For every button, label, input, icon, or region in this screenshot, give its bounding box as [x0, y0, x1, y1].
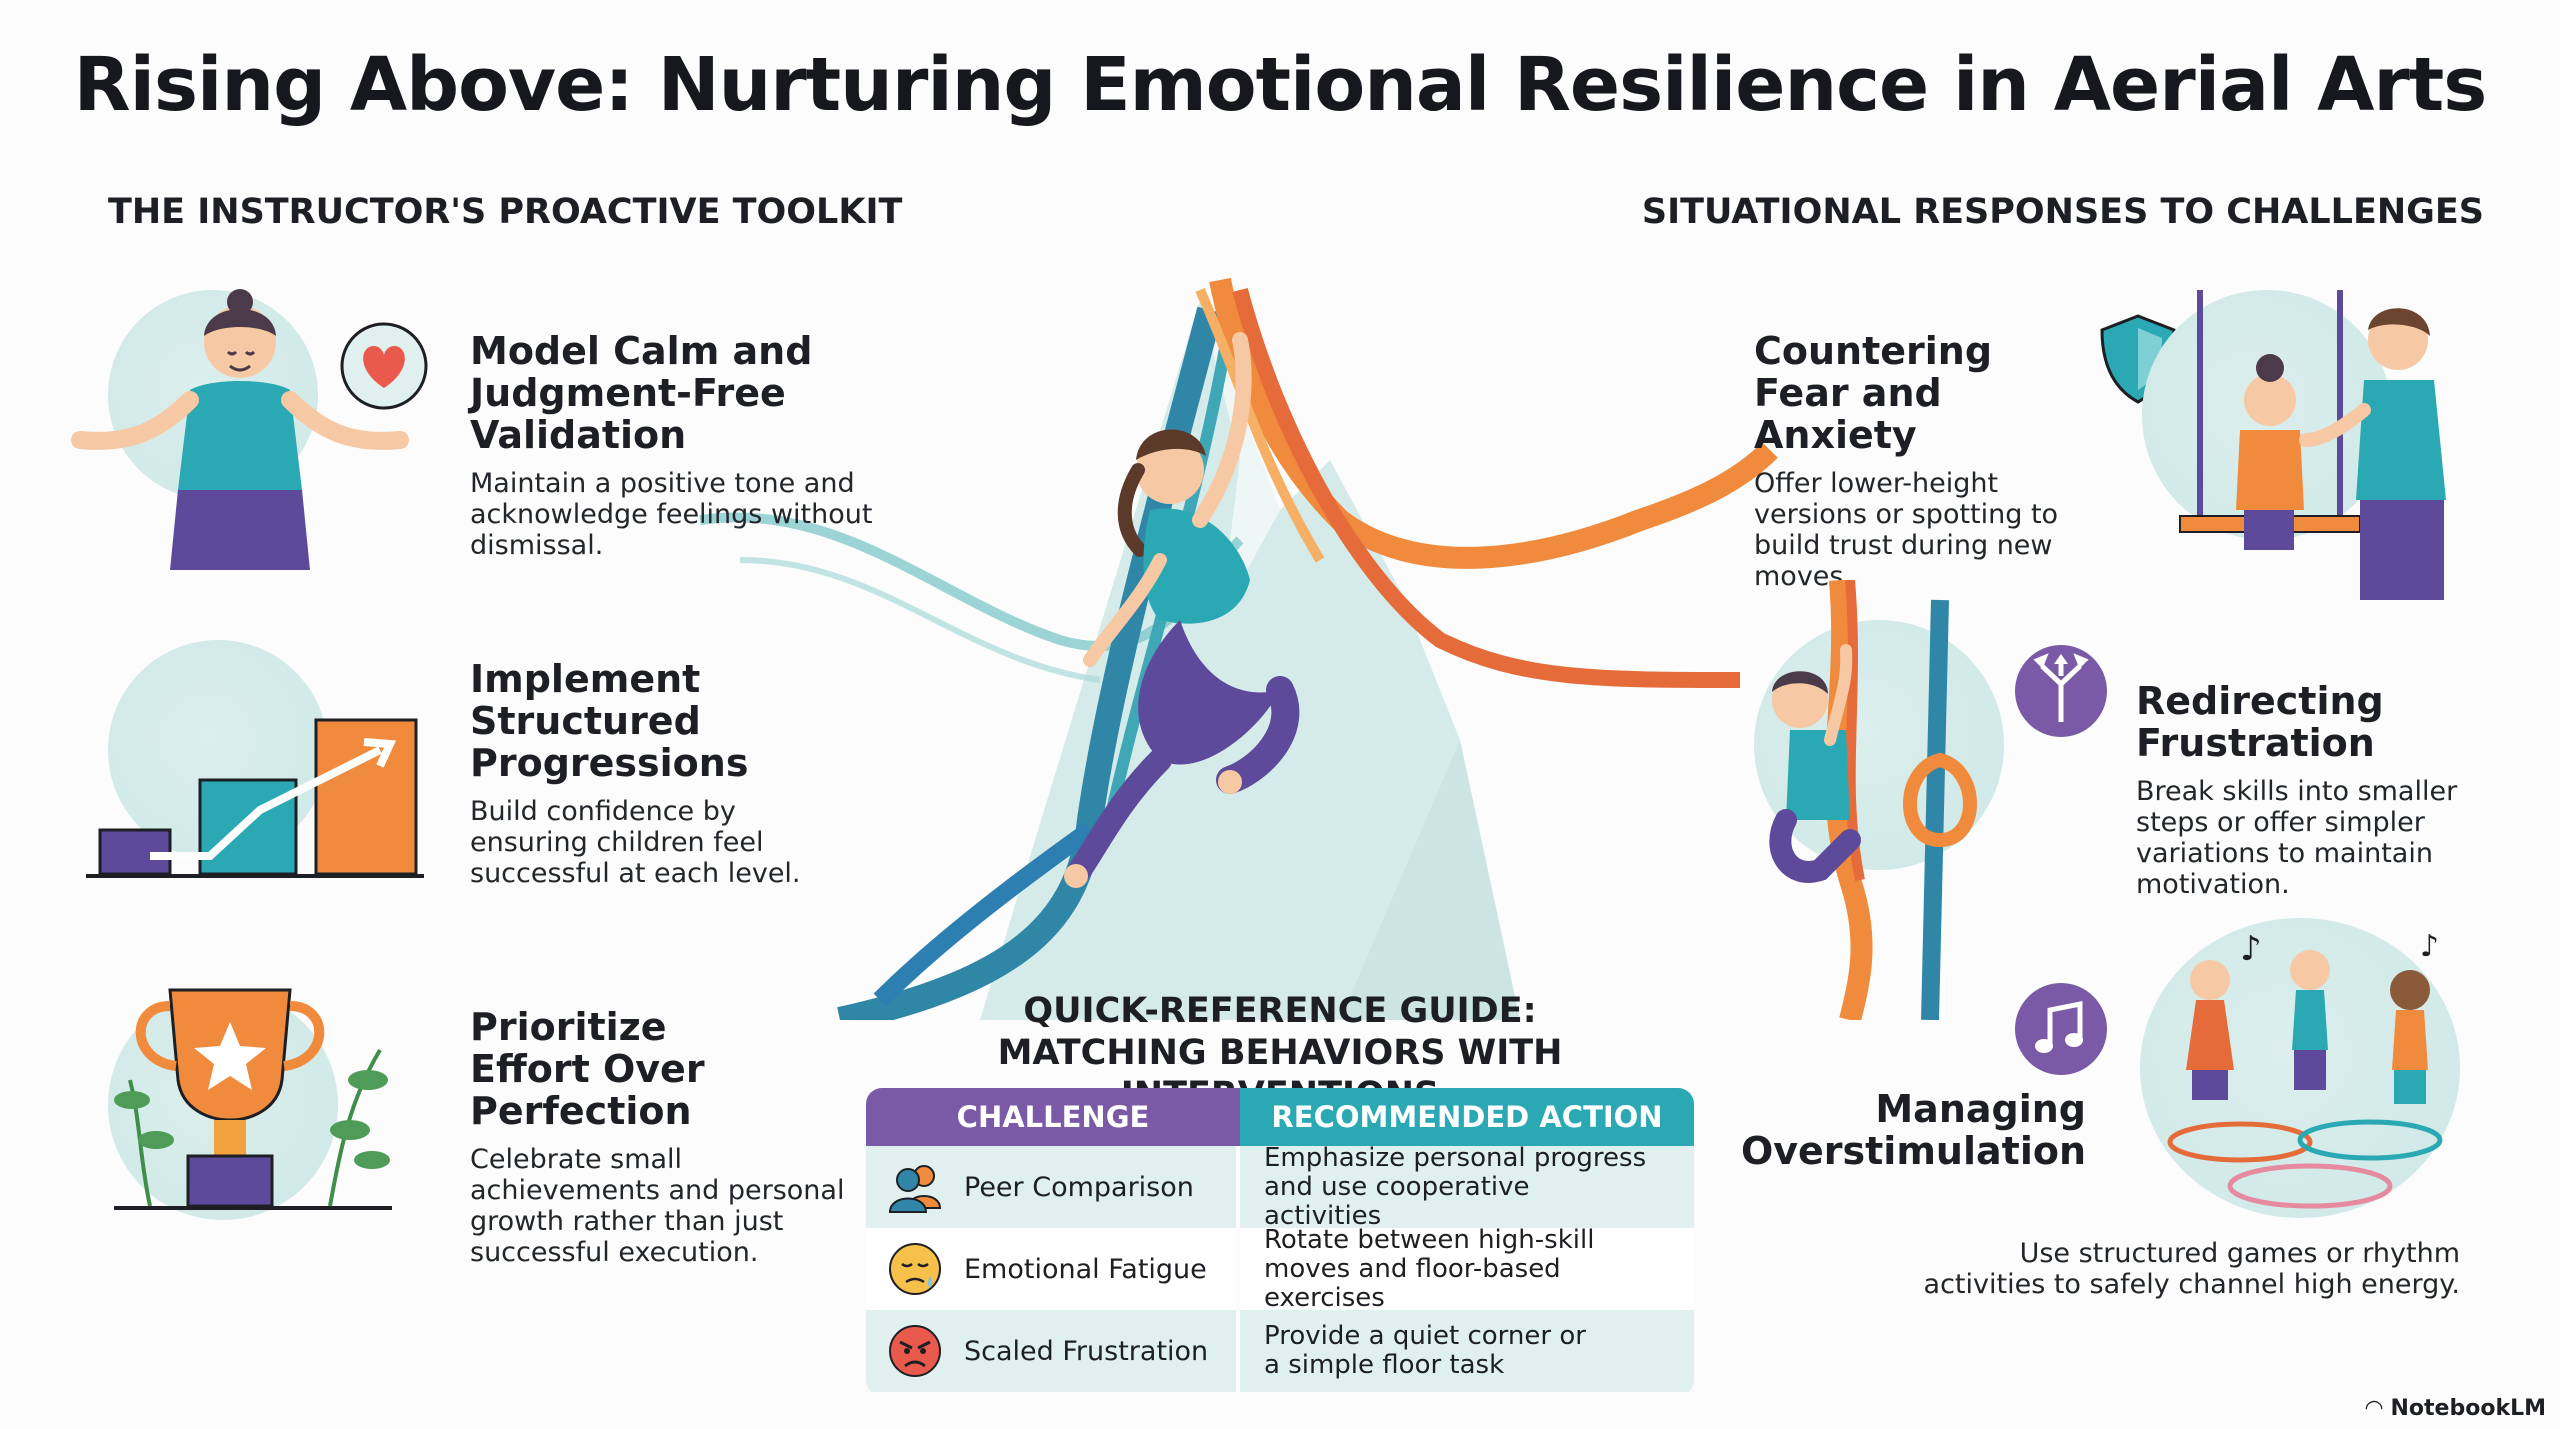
toolkit-item-text: Celebrate small achievements and persona…	[470, 1144, 845, 1268]
aerialist-pants	[1138, 620, 1280, 765]
action-label: Rotate between high-skill moves and floo…	[1264, 1224, 1595, 1313]
toolkit-item-effort: Prioritize Effort Over Perfection Celebr…	[470, 1006, 970, 1268]
challenge-label: Peer Comparison	[964, 1171, 1194, 1203]
guide-title-line1: QUICK-REFERENCE GUIDE:	[1023, 991, 1537, 1031]
right-section-heading: SITUATIONAL RESPONSES TO CHALLENGES	[1641, 192, 2484, 232]
spotting-illustration	[2179, 290, 2446, 600]
brand-watermark: ◠ NotebookLM	[2366, 1396, 2546, 1421]
rhythm-games-illustration: ♪ ♪	[2167, 929, 2443, 1209]
rope-climber-illustration	[1769, 580, 1977, 1020]
response-item-fear: Countering Fear and Anxiety Offer lower-…	[1754, 330, 2154, 592]
response-item-overstimulation-title: Managing Overstimulation	[1740, 1088, 2086, 1172]
angry-face-icon	[889, 1325, 941, 1377]
table-row: Peer Comparison Emphasize personal progr…	[866, 1142, 1694, 1231]
challenge-label: Scaled Frustration	[964, 1335, 1209, 1367]
toolkit-item-progressions: Implement Structured Progressions Build …	[470, 658, 970, 889]
action-cell: Rotate between high-skill moves and floo…	[1240, 1224, 1694, 1313]
toolkit-item-text: Build confidence by ensuring children fe…	[470, 796, 801, 889]
response-item-text: Offer lower-height versions or spotting …	[1754, 468, 2059, 592]
aerial-silk-orange	[1209, 277, 1778, 569]
aerialist-illustration	[699, 277, 1778, 1020]
response-item-title: Redirecting Frustration	[2136, 679, 2384, 765]
page-title: Rising Above: Nurturing Emotional Resili…	[73, 42, 2488, 128]
action-label: Provide a quiet corner or a simple floor…	[1264, 1321, 1586, 1380]
split-arrows-icon	[2015, 645, 2107, 737]
column-header-challenge: CHALLENGE	[866, 1088, 1240, 1146]
guide-table: CHALLENGE RECOMMENDED ACTION Peer Compar…	[866, 1088, 1694, 1396]
challenge-cell: Peer Comparison	[866, 1146, 1240, 1228]
response-item-text: Break skills into smaller steps or offer…	[2136, 776, 2458, 900]
toolkit-item-title: Prioritize Effort Over Perfection	[470, 1005, 705, 1133]
response-item-text: Use structured games or rhythm activitie…	[1923, 1238, 2460, 1300]
left-section-heading: THE INSTRUCTOR'S PROACTIVE TOOLKIT	[108, 192, 903, 232]
challenge-label: Emotional Fatigue	[964, 1253, 1207, 1285]
aerialist-shirt	[1143, 508, 1250, 624]
calm-instructor-illustration	[71, 289, 409, 570]
action-cell: Emphasize personal progress and use coop…	[1240, 1142, 1694, 1231]
toolkit-item-validation: Model Calm and Judgment-Free Validation …	[470, 330, 990, 561]
response-item-title: Countering Fear and Anxiety	[1754, 329, 1993, 457]
notebooklm-logo-icon: ◠	[2365, 1396, 2383, 1421]
challenge-cell: Emotional Fatigue	[866, 1228, 1240, 1310]
table-row: Emotional Fatigue Rotate between high-sk…	[866, 1224, 1694, 1313]
svg-text:♪: ♪	[2240, 929, 2262, 969]
steps-icon	[86, 718, 424, 878]
toolkit-item-title: Implement Structured Progressions	[470, 657, 749, 785]
action-cell: Provide a quiet corner or a simple floor…	[1240, 1310, 1694, 1392]
response-item-title: Managing Overstimulation	[1740, 1087, 2086, 1173]
response-item-frustration: Redirecting Frustration Break skills int…	[2136, 680, 2536, 900]
column-header-action: RECOMMENDED ACTION	[1240, 1088, 1694, 1146]
svg-text:♪: ♪	[2420, 929, 2439, 964]
response-item-overstimulation-text: Use structured games or rhythm activitie…	[1900, 1238, 2460, 1300]
mountain-shape	[980, 300, 1520, 1020]
aerialist-head	[1136, 436, 1204, 504]
challenge-cell: Scaled Frustration	[866, 1310, 1240, 1392]
heart-icon	[340, 322, 428, 410]
toolkit-item-title: Model Calm and Judgment-Free Validation	[470, 329, 813, 457]
brand-label: NotebookLM	[2390, 1396, 2546, 1421]
trophy-icon	[114, 988, 392, 1210]
guide-table-header: CHALLENGE RECOMMENDED ACTION	[866, 1088, 1694, 1146]
table-row: Scaled Frustration Provide a quiet corne…	[866, 1310, 1694, 1392]
music-note-icon	[2015, 983, 2107, 1075]
action-label: Emphasize personal progress and use coop…	[1264, 1142, 1647, 1231]
people-icon	[888, 1165, 942, 1213]
toolkit-item-text: Maintain a positive tone and acknowledge…	[470, 468, 873, 561]
tired-face-icon	[889, 1243, 941, 1295]
